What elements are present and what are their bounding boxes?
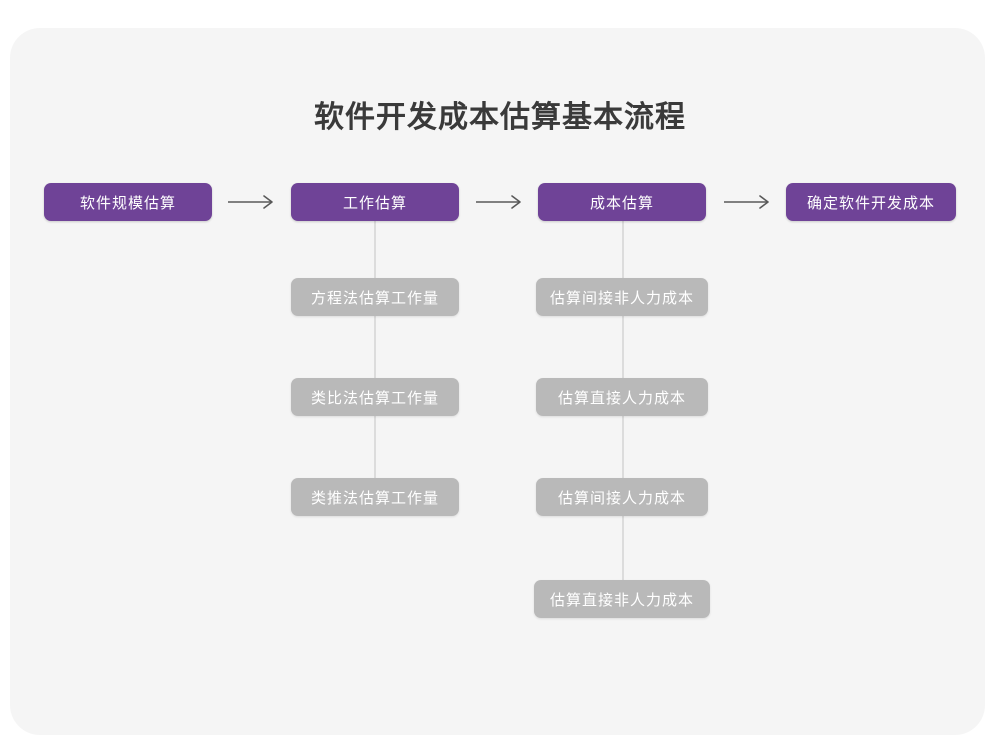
substep-node-label: 类推法估算工作量 <box>310 489 439 507</box>
substep-node-label: 估算直接人力成本 <box>557 389 686 407</box>
arrow-1-icon <box>224 183 280 221</box>
substep-node-direct-nonlabor-cost[interactable]: 估算直接非人力成本 <box>534 580 710 618</box>
substep-node-equation-method-effort[interactable]: 方程法估算工作量 <box>291 278 459 316</box>
substep-node-indirect-nonlabor-cost[interactable]: 估算间接非人力成本 <box>536 278 708 316</box>
substep-node-label: 方程法估算工作量 <box>310 289 439 307</box>
stage-node-label: 确定软件开发成本 <box>806 194 935 212</box>
connector-stage2-line <box>374 214 376 502</box>
stage-node-software-scale-estimation[interactable]: 软件规模估算 <box>44 183 212 221</box>
stage-node-effort-estimation[interactable]: 工作估算 <box>291 183 459 221</box>
substep-node-analogy-method-effort[interactable]: 类比法估算工作量 <box>291 378 459 416</box>
stage-node-cost-estimation[interactable]: 成本估算 <box>538 183 706 221</box>
diagram-card-background <box>10 28 985 735</box>
substep-node-inference-method-effort[interactable]: 类推法估算工作量 <box>291 478 459 516</box>
stage-node-determine-development-cost[interactable]: 确定软件开发成本 <box>786 183 956 221</box>
stage-node-label: 软件规模估算 <box>79 194 176 212</box>
substep-node-label: 估算间接非人力成本 <box>549 289 694 307</box>
substep-node-label: 估算直接非人力成本 <box>549 591 694 609</box>
substep-node-indirect-labor-cost[interactable]: 估算间接人力成本 <box>536 478 708 516</box>
stage-node-label: 成本估算 <box>589 194 654 212</box>
substep-node-label: 估算间接人力成本 <box>557 489 686 507</box>
substep-node-direct-labor-cost[interactable]: 估算直接人力成本 <box>536 378 708 416</box>
substep-node-label: 类比法估算工作量 <box>310 389 439 407</box>
page-title: 软件开发成本估算基本流程 <box>314 101 686 134</box>
arrow-2-icon <box>472 183 528 221</box>
stage-node-label: 工作估算 <box>342 194 407 212</box>
arrow-3-icon <box>720 183 776 221</box>
